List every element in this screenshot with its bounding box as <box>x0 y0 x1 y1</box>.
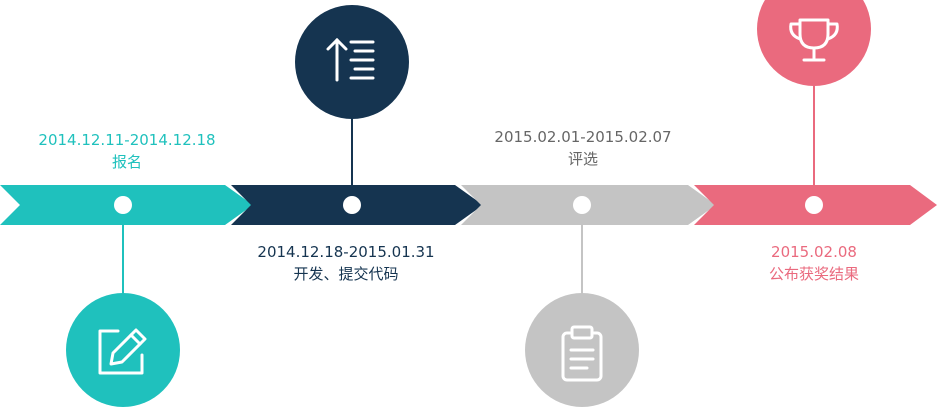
stage-1-title: 报名 <box>111 153 142 171</box>
stage-3-badge <box>525 293 639 407</box>
edit-pencil-icon <box>98 328 147 375</box>
chevron-band <box>0 185 937 225</box>
stage-2-date: 2014.12.18-2015.01.31 <box>257 243 435 261</box>
stage-2-badge <box>295 5 409 119</box>
stage-3-label: 2015.02.01-2015.02.07 评选 <box>463 126 703 170</box>
stage-4-date: 2015.02.08 <box>771 243 857 261</box>
stage-3-node <box>573 196 591 214</box>
stage-3-title: 评选 <box>567 150 598 168</box>
stage-1-label: 2014.12.11-2014.12.18 报名 <box>7 129 247 173</box>
stage-1-date: 2014.12.11-2014.12.18 <box>38 131 216 149</box>
stage-2-title: 开发、提交代码 <box>293 265 399 283</box>
stage-1-node <box>114 196 132 214</box>
stage-4-badge <box>757 0 871 86</box>
clipboard-icon <box>561 325 603 382</box>
stage-3-date: 2015.02.01-2015.02.07 <box>494 128 672 146</box>
trophy-icon <box>789 18 839 62</box>
stage-4-label: 2015.02.08 公布获奖结果 <box>694 241 934 285</box>
stage-1-badge <box>66 293 180 407</box>
stage-2-label: 2014.12.18-2015.01.31 开发、提交代码 <box>226 241 466 285</box>
stage-4-node <box>805 196 823 214</box>
stage-4-title: 公布获奖结果 <box>768 265 859 283</box>
upload-list-icon <box>326 37 375 82</box>
stage-2-node <box>343 196 361 214</box>
